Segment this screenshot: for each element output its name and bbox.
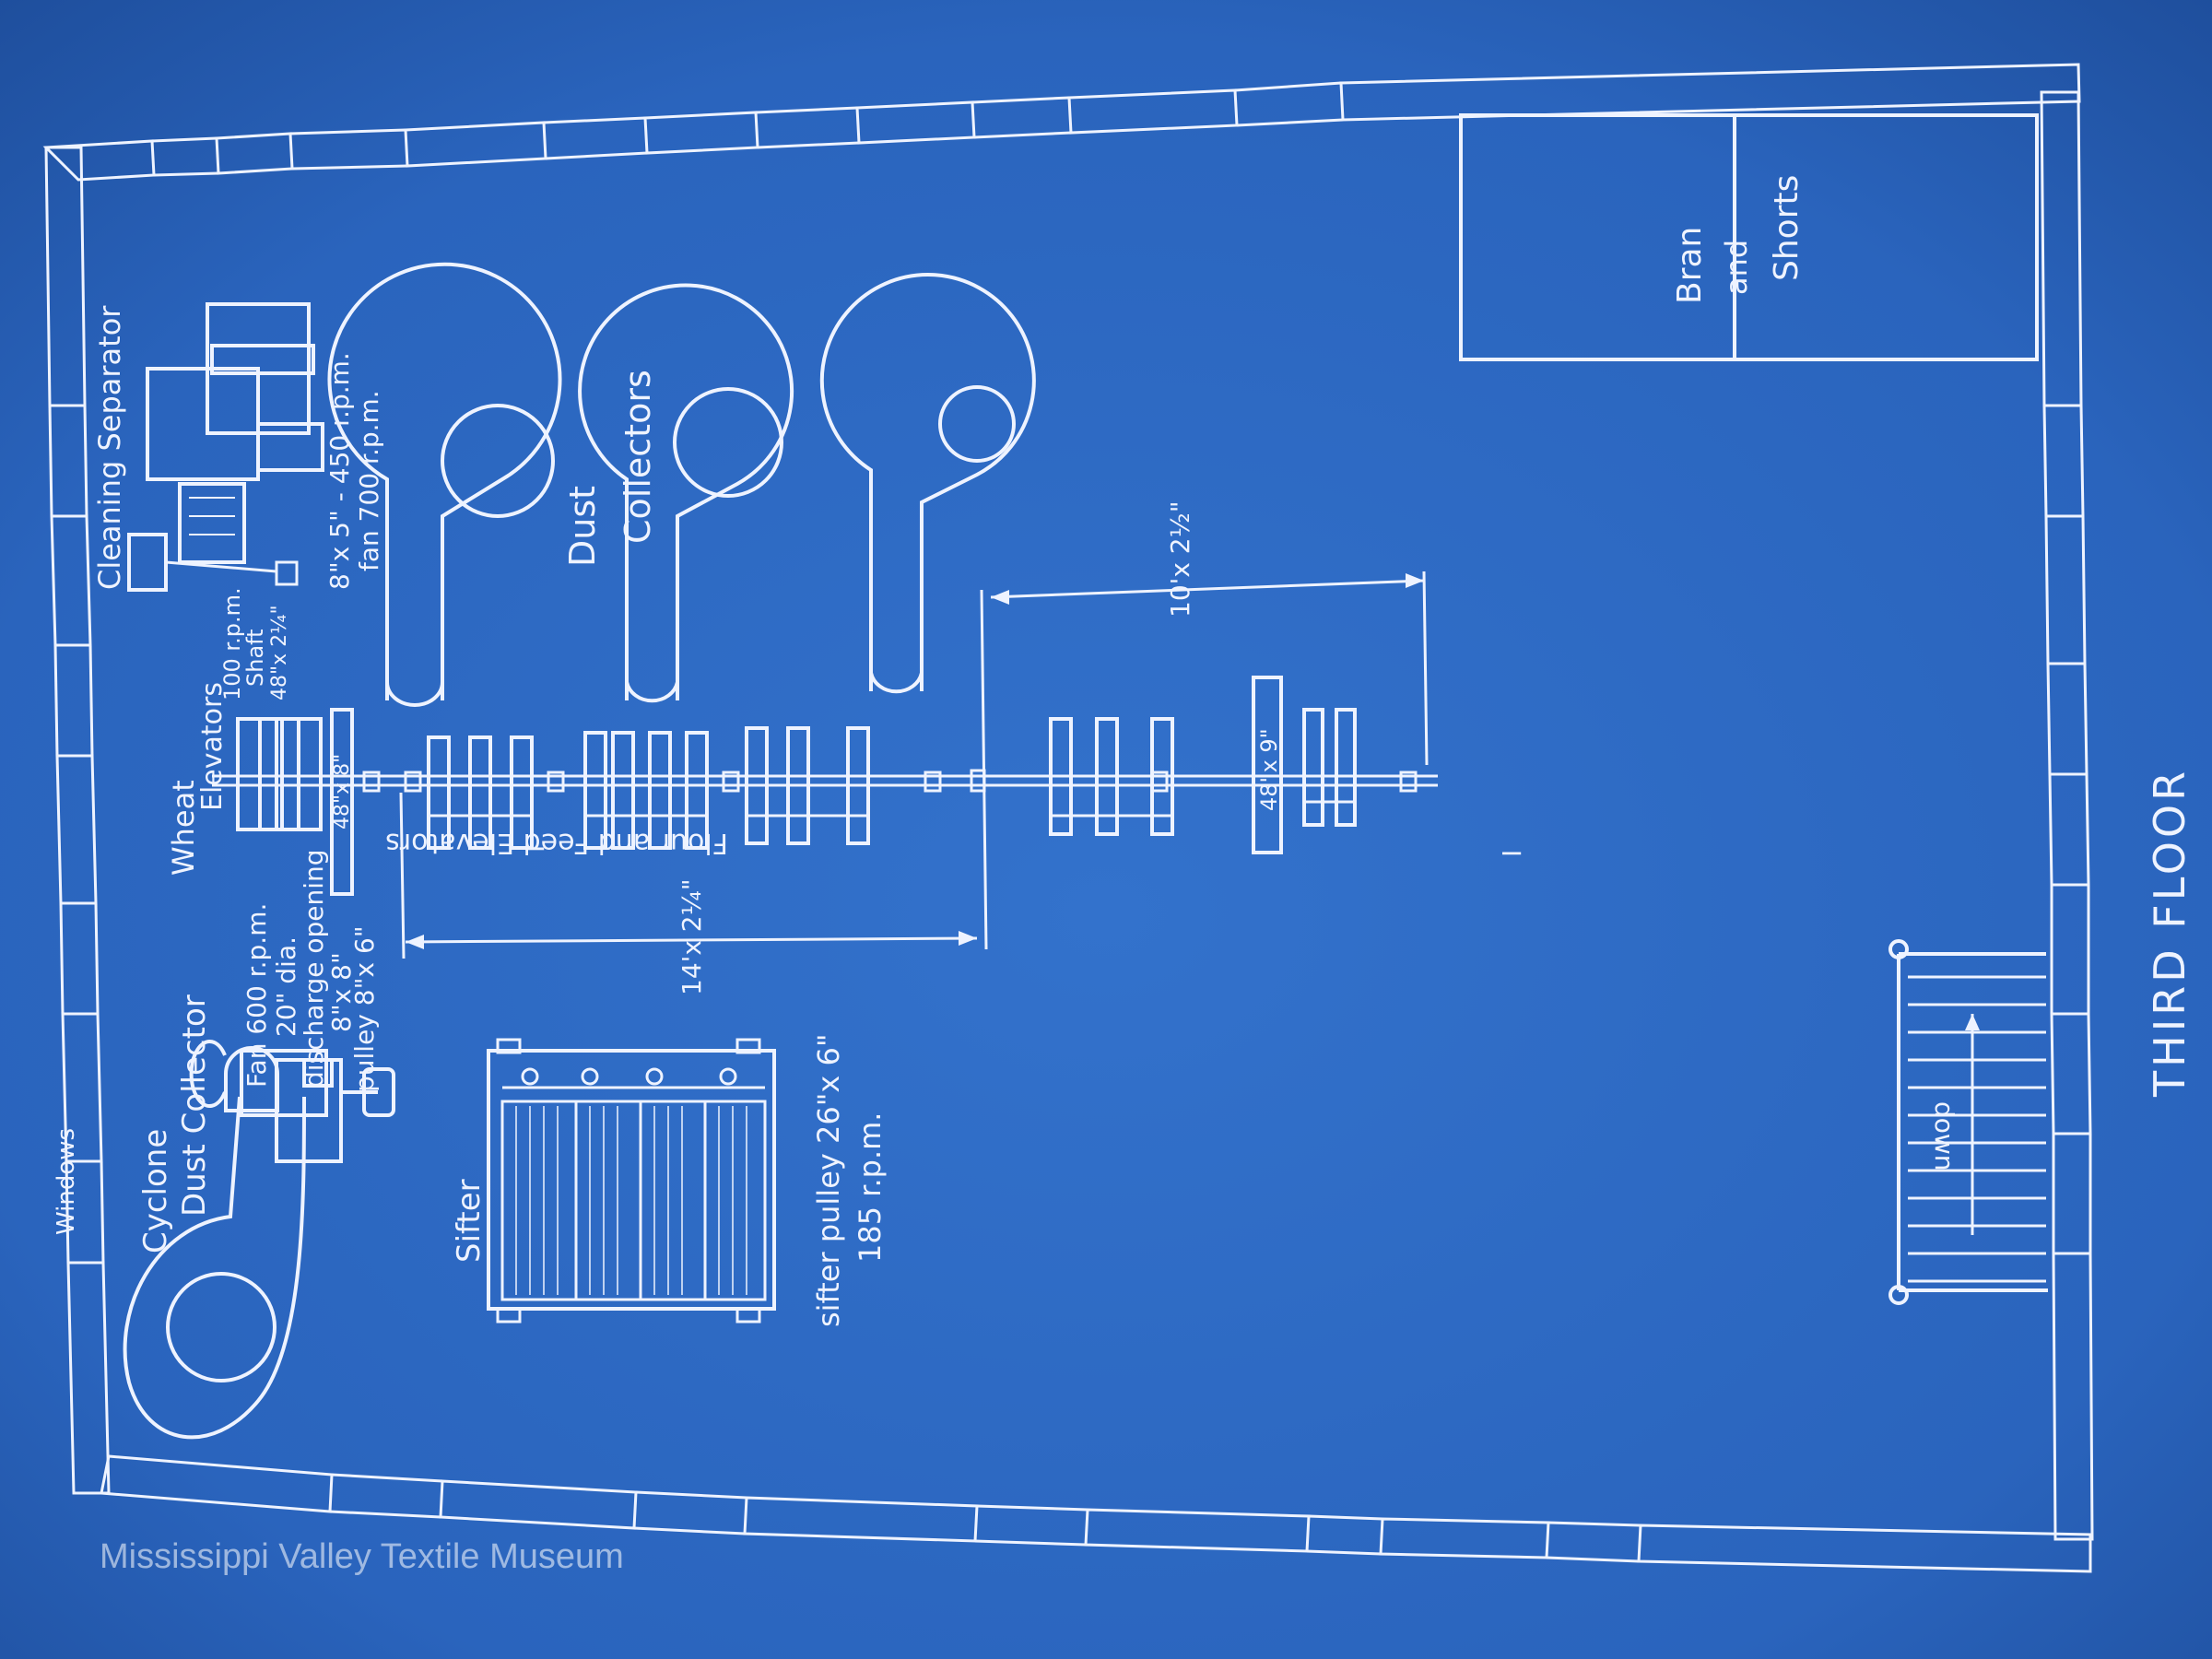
sifter-pulley-label: sifter pulley 26"x 6" xyxy=(811,1033,846,1327)
wheat-speed: 100 r.p.m. xyxy=(219,587,245,700)
wheat-label-2: Elevators xyxy=(196,682,229,811)
cyclone-dust-collector xyxy=(123,1040,334,1440)
cleaning-separator-label: Cleaning Separator xyxy=(92,305,127,590)
sifter-label: Sifter xyxy=(451,1179,488,1263)
cleaning-separator xyxy=(127,302,324,592)
dust-collector-2 xyxy=(578,283,794,703)
bran-label: Bran xyxy=(1671,227,1709,304)
dimension-14ft-label: 14'x 2¼" xyxy=(677,878,707,995)
bran-and-shorts-bin xyxy=(1459,113,2039,361)
stairway xyxy=(1888,939,2048,1305)
windows-label: Windows xyxy=(53,1128,80,1235)
collectors-label: Collectors xyxy=(618,370,658,544)
fan-spec-3: discharge opening xyxy=(299,849,329,1088)
column-mark-2: I xyxy=(1497,850,1527,857)
dust-collector-3 xyxy=(819,273,1036,694)
fan-spec-4: 8"x 8" xyxy=(326,952,357,1032)
shorts-label: Shorts xyxy=(1768,175,1806,281)
dimension-10ft xyxy=(980,571,1429,950)
stair-direction-label: down xyxy=(1929,1101,1959,1171)
fan-spec-1: Fan 600 r.p.m. xyxy=(241,903,272,1088)
wheat-label: Wheat xyxy=(166,780,201,876)
cs-spec-1: 8"x 5" - 450 r.p.m. xyxy=(324,352,355,590)
labels: Windows Cyclone Dust Collector Fan 600 r… xyxy=(53,175,2194,1327)
sifter xyxy=(487,1038,776,1324)
building-walls xyxy=(42,63,2094,1573)
line-shaft xyxy=(212,769,1438,793)
and-label: and xyxy=(1719,240,1754,295)
fan-spec-5: pulley 8"x 6" xyxy=(349,925,380,1092)
watermark: Mississippi Valley Textile Museum xyxy=(100,1537,624,1576)
wheat-shaft-dim: 48"x 2¼" xyxy=(268,605,291,700)
dimension-14ft xyxy=(399,792,978,959)
flour-and-feed-elevators xyxy=(427,676,1357,854)
dust-collector-1 xyxy=(327,262,562,707)
flour-feed-label: Flour and Feed Elevators xyxy=(385,827,728,859)
dimension-10ft-label: 10'x 2½" xyxy=(1165,500,1195,618)
cyclone-fan xyxy=(224,1046,395,1163)
column-mark-1: I xyxy=(520,845,550,853)
wheat-elevators xyxy=(236,708,354,896)
dust-label: Dust xyxy=(562,486,603,567)
pulley-48x8: 48"x 8" xyxy=(331,754,354,830)
cyclone-label-2: Dust Collector xyxy=(176,994,213,1217)
pulley-48x9: 48"x 9" xyxy=(1256,728,1282,811)
wheat-shaft: Shaft xyxy=(242,629,268,687)
cyclone-label: Cyclone xyxy=(137,1129,174,1253)
cs-spec-2: fan 700 r.p.m. xyxy=(354,390,384,571)
fan-spec-2: 20" dia. xyxy=(271,936,301,1037)
floor-title: THIRD FLOOR xyxy=(2145,768,2194,1098)
sifter-speed-label: 185 r.p.m. xyxy=(853,1112,888,1263)
